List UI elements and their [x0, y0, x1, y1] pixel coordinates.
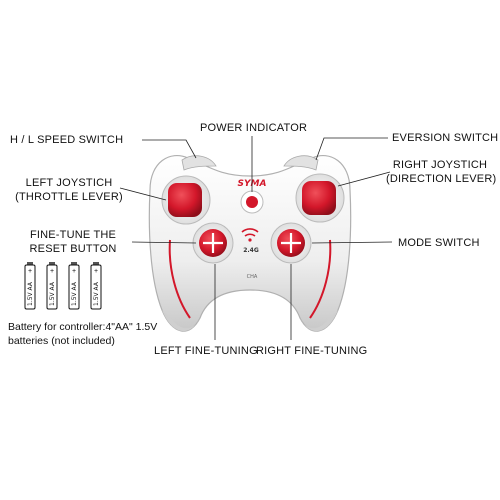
battery-note-line2: batteries (not included) [8, 335, 115, 347]
label-left-joystick-line2: (THROTTLE LEVER) [15, 191, 123, 203]
right-joystick-knob [302, 181, 336, 215]
label-eversion-switch: EVERSION SWITCH [392, 132, 499, 144]
controller-grip-shadow-right [300, 310, 338, 332]
battery-label: 1.5V AA [49, 281, 56, 306]
model-badge: CHA [247, 274, 258, 280]
battery-cell: + 1.5V AA [90, 262, 102, 310]
battery-label: 1.5V AA [71, 281, 78, 306]
label-mode-switch: MODE SWITCH [398, 237, 480, 249]
battery-group: + 1.5V AA + 1.5V AA + 1.5V AA + 1.5V AA [24, 262, 102, 310]
battery-plus: + [50, 268, 54, 275]
left-shoulder-button [181, 155, 217, 171]
battery-cell: + 1.5V AA [24, 262, 36, 310]
right-dpad-cross [281, 233, 301, 253]
label-fine-tune-reset-line1: FINE-TUNE THE [29, 229, 117, 241]
battery-label: 1.5V AA [27, 281, 34, 306]
callout-fine-tune [131, 241, 197, 244]
callout-mode-switch [311, 241, 393, 244]
battery-label: 1.5V AA [93, 281, 100, 306]
callout-right-joystick [337, 171, 391, 187]
left-joystick-knob [168, 183, 202, 217]
frequency-badge: 2.4G [243, 247, 259, 254]
battery-note-line1: Battery for controller:4"AA" 1.5V [8, 321, 158, 333]
callout-lines [119, 136, 393, 340]
right-red-trim [309, 239, 332, 319]
label-right-joystick-line1: RIGHT JOYSTICH [392, 159, 488, 171]
label-right-joystick-line2: (DIRECTION LEVER) [386, 173, 497, 185]
left-red-trim [168, 239, 191, 319]
callout-left-joystick [119, 187, 167, 201]
battery-cell: + 1.5V AA [68, 262, 80, 310]
battery-plus: + [28, 268, 32, 275]
label-right-fine-tuning: RIGHT FINE-TUNING [256, 345, 368, 357]
wireless-signal-icon [241, 228, 259, 242]
label-left-joystick-line1: LEFT JOYSTICH [25, 177, 113, 189]
label-left-fine-tuning: LEFT FINE-TUNING [154, 345, 258, 357]
power-indicator-light [246, 196, 258, 208]
callout-hl-speed [142, 139, 197, 159]
battery-plus: + [72, 268, 76, 275]
label-hl-speed-switch: H / L SPEED SWITCH [10, 134, 124, 146]
label-fine-tune-reset-line2: RESET BUTTON [29, 243, 117, 255]
callout-eversion [315, 137, 388, 161]
left-dpad-cross [203, 233, 223, 253]
battery-plus: + [94, 268, 98, 275]
battery-cell: + 1.5V AA [46, 262, 58, 310]
label-power-indicator: POWER INDICATOR [200, 122, 308, 134]
controller-grip-shadow [162, 310, 200, 332]
right-shoulder-button [283, 155, 319, 171]
